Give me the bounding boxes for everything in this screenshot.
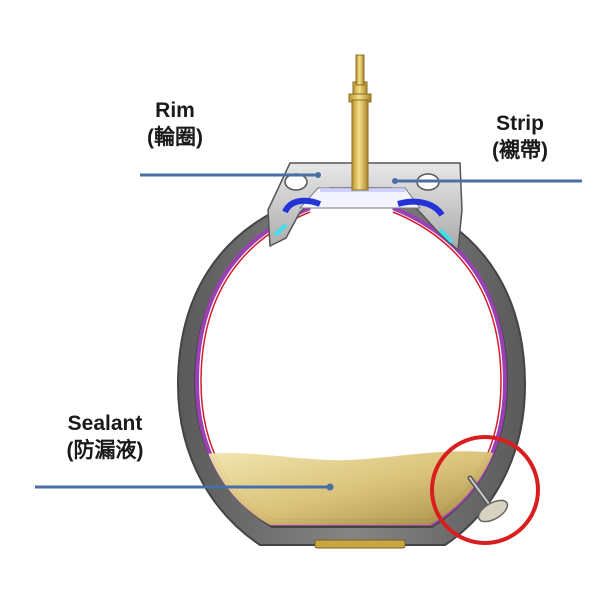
strip-label-zh: (襯帶) (492, 139, 548, 162)
rim-strip-left (282, 197, 322, 214)
rim-label-en: Rim (155, 99, 195, 122)
strip-label: Strip (襯帶) (465, 110, 575, 164)
puncture-highlight-circle (430, 435, 540, 545)
sealant-pool (195, 451, 507, 525)
valve-stem-icon (348, 54, 372, 191)
rim-label-zh: (輪圈) (147, 126, 203, 149)
sealant-label-zh: (防漏液) (66, 439, 144, 462)
tread-bump (314, 539, 406, 549)
thorn-nail-icon (467, 475, 509, 523)
strip-label-en: Strip (496, 112, 544, 135)
sealant-label-en: Sealant (67, 412, 143, 435)
rim-label: Rim (輪圈) (120, 97, 230, 151)
rim-strip-right (397, 198, 445, 217)
rim-body (267, 162, 463, 252)
sealant-label: Sealant (防漏液) (25, 410, 185, 464)
